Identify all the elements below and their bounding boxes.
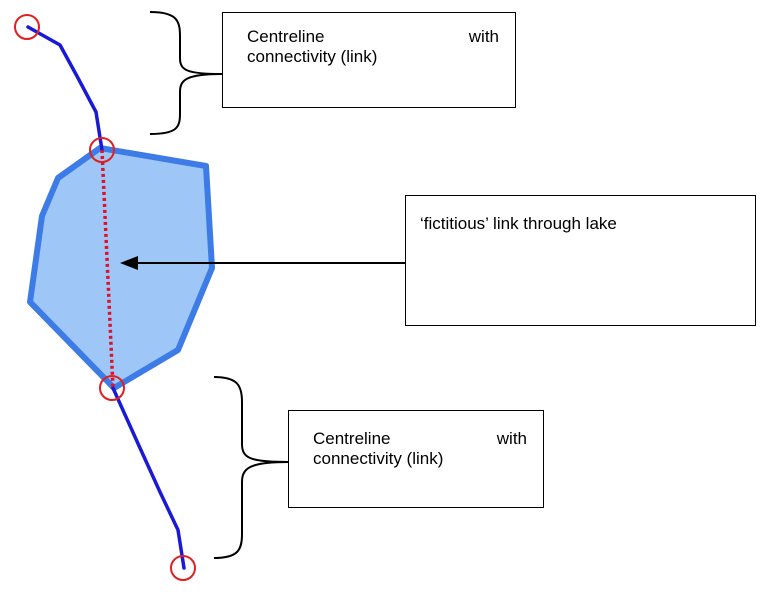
node-circle-top-end <box>14 14 40 40</box>
label-box-top-centreline: Centreline with connectivity (link) <box>222 12 516 108</box>
bottom-centreline <box>111 386 186 570</box>
label-top-line2: connectivity (link) <box>247 47 378 66</box>
bottom-curly-brace <box>213 376 289 559</box>
label-bottom-line2: connectivity (link) <box>313 449 444 468</box>
label-bottom-word-centreline: Centreline <box>313 429 391 448</box>
label-top-word-centreline: Centreline <box>247 27 325 46</box>
top-centreline <box>26 25 104 152</box>
node-circle-bottom-end <box>170 555 196 581</box>
label-box-bottom-centreline: Centreline with connectivity (link) <box>288 410 544 508</box>
pointer-arrow-head <box>120 256 138 270</box>
label-fictitious-link-text: ‘fictitious’ link through lake <box>420 214 617 233</box>
label-box-fictitious-link: ‘fictitious’ link through lake <box>405 195 756 326</box>
fictitious-link-dotted <box>100 149 115 389</box>
node-circle-lake-entry <box>89 137 115 163</box>
label-top-word-with: with <box>468 27 499 46</box>
lake-polygon <box>27 145 215 391</box>
top-curly-brace <box>149 11 223 135</box>
node-circle-lake-exit <box>99 375 125 401</box>
label-bottom-line1: Centreline with <box>313 429 527 449</box>
label-top-line1: Centreline with <box>247 27 499 47</box>
label-bottom-word-with: with <box>496 429 527 448</box>
